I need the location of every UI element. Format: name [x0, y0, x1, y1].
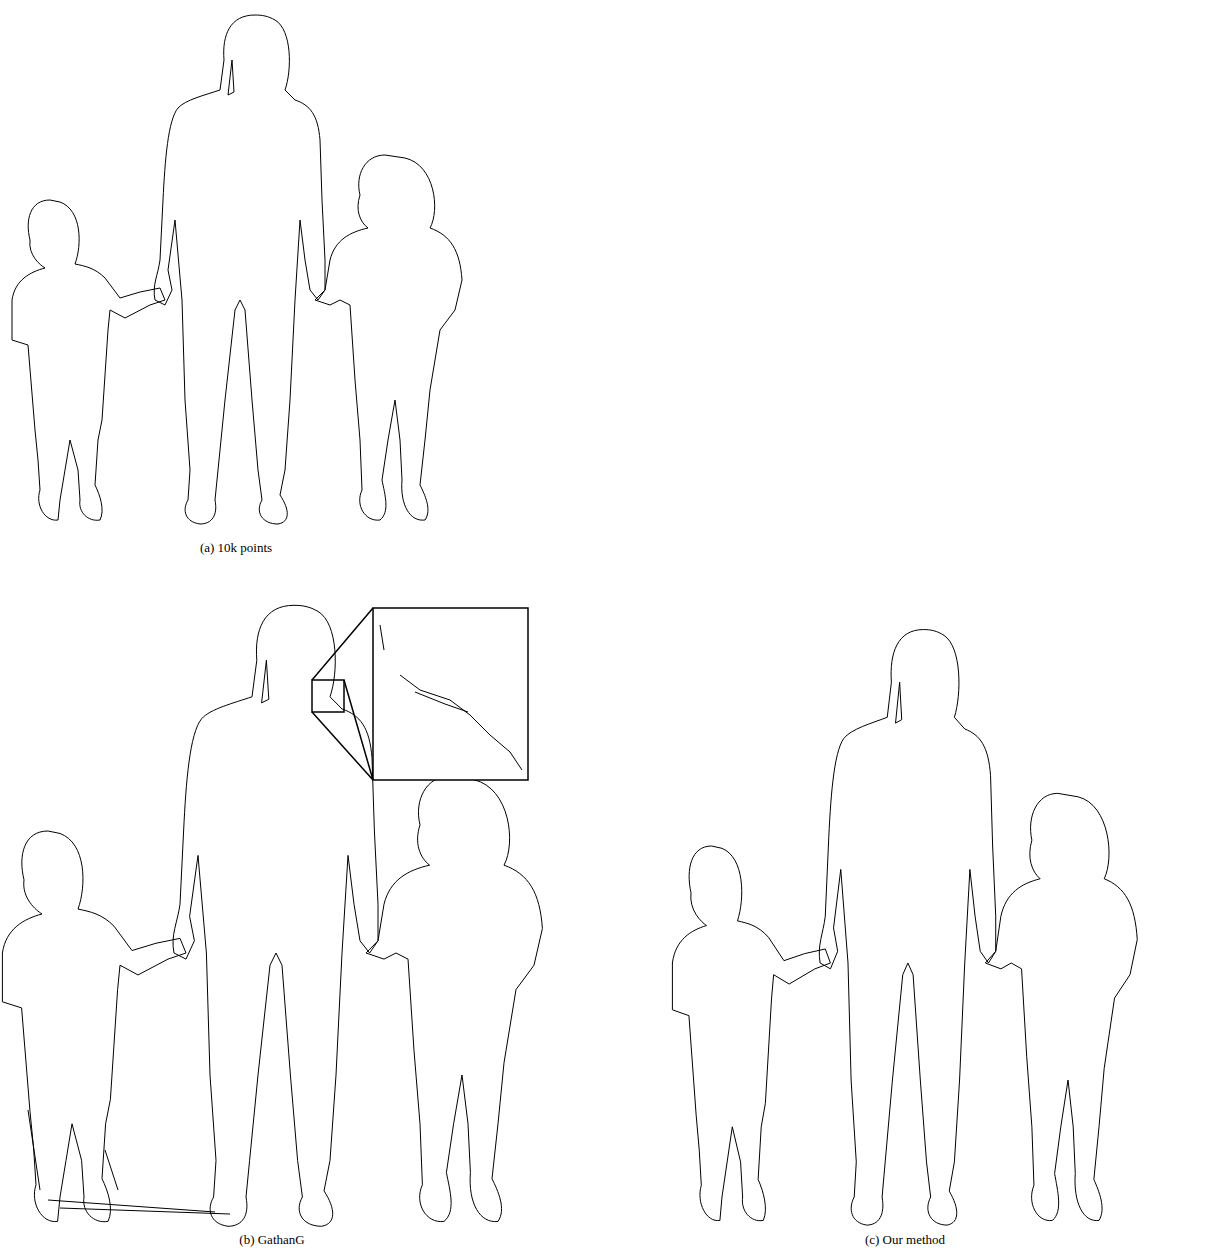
- panel-caption: (a) 10k points: [200, 540, 272, 556]
- silhouette-b: [2, 605, 542, 1226]
- panel-caption: (b) GathanG: [239, 1232, 304, 1248]
- zoom-inset: [312, 608, 528, 780]
- panel-caption: (c) Our method: [865, 1232, 945, 1248]
- silhouette-c: [672, 630, 1137, 1226]
- silhouette-a: [12, 15, 462, 524]
- artifact-lines: [28, 1110, 230, 1214]
